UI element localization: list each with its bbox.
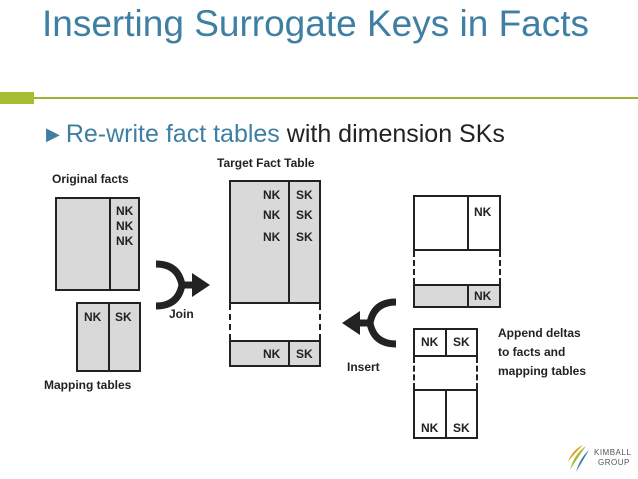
target-delta-divider (288, 340, 290, 367)
delta-mapping-dashed-right (476, 357, 478, 389)
original-facts-nk-1: NK (116, 204, 134, 218)
bullet-highlight: Re-write fact tables (65, 120, 280, 148)
original-facts-nk-2: NK (116, 219, 134, 233)
delta-mapping-nk: NK (421, 335, 439, 349)
delta-facts-new-row-divider (467, 284, 469, 308)
logo-text-line-1: KIMBALL (594, 448, 632, 457)
target-sk-3: SK (296, 230, 313, 244)
target-nk-1: NK (263, 188, 281, 202)
delta-facts-dashed-right (499, 251, 501, 284)
delta-facts-table (413, 195, 501, 251)
mapping-table-nk: NK (84, 310, 102, 324)
delta-mapping-sk: SK (453, 335, 470, 349)
target-dashed-left (229, 304, 231, 340)
original-facts-divider (109, 197, 111, 291)
target-dashed-right (319, 304, 321, 340)
target-nk-2: NK (263, 208, 281, 222)
mapping-table-sk: SK (115, 310, 132, 324)
target-fact-table-label: Target Fact Table (217, 156, 315, 170)
delta-mapping-new-divider (445, 389, 447, 439)
append-deltas-line-1: Append deltas (498, 326, 581, 340)
original-facts-table (55, 197, 140, 291)
append-deltas-line-3: mapping tables (498, 364, 587, 378)
target-sk-2: SK (296, 208, 313, 222)
delta-facts-new-row (413, 284, 501, 308)
delta-mapping-divider (445, 328, 447, 357)
target-delta-nk: NK (263, 347, 281, 361)
merge-arrow-icon (155, 260, 210, 310)
mapping-tables-label: Mapping tables (44, 378, 132, 392)
append-deltas-line-2: to facts and (498, 345, 566, 359)
original-facts-nk-3: NK (116, 234, 134, 248)
target-fact-table-divider (288, 180, 290, 304)
target-sk-1: SK (296, 188, 313, 202)
target-fact-table (229, 180, 321, 304)
insert-arrow-icon (342, 298, 397, 348)
triangle-right-bullet-icon: ▶ (46, 124, 60, 144)
target-delta-sk: SK (296, 347, 313, 361)
delta-mapping-dashed-left (413, 357, 415, 389)
delta-facts-nk: NK (474, 205, 492, 219)
bullet-rest: with dimension SKs (279, 120, 505, 148)
delta-mapping-new-nk: NK (421, 421, 439, 435)
kimball-logo-icon (568, 445, 589, 472)
accent-bar (0, 92, 34, 104)
bullet-point: ▶Re-write fact tables with dimension SKs (46, 120, 505, 149)
logo-text-line-2: GROUP (598, 458, 630, 467)
mapping-table-divider (108, 302, 110, 372)
title-rule (34, 97, 638, 99)
insert-label: Insert (347, 360, 380, 374)
delta-facts-dashed-left (413, 251, 415, 284)
target-delta-row (229, 340, 321, 367)
delta-facts-divider (467, 195, 469, 251)
target-nk-3: NK (263, 230, 281, 244)
slide-title: Inserting Surrogate Keys in Facts (42, 3, 590, 44)
join-label: Join (169, 307, 194, 321)
delta-facts-new-nk: NK (474, 289, 492, 303)
delta-mapping-new-sk: SK (453, 421, 470, 435)
original-facts-label: Original facts (52, 172, 129, 186)
